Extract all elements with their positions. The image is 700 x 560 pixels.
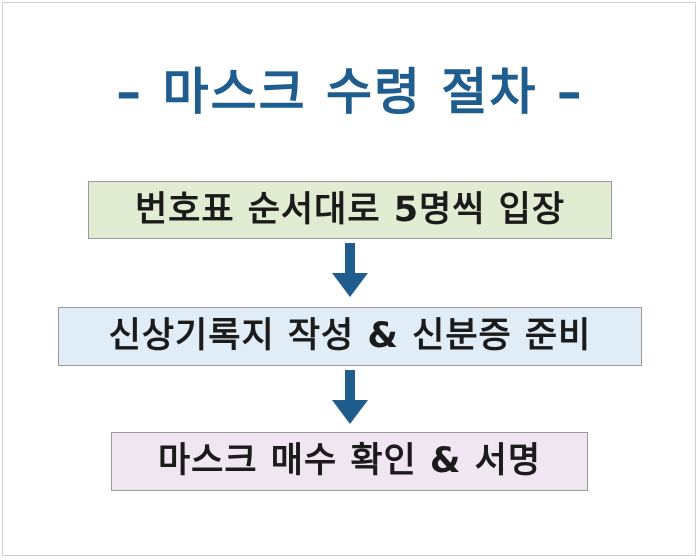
step-1-label: 번호표 순서대로 5명씩 입장 bbox=[134, 190, 566, 230]
arrow-down-icon bbox=[332, 243, 368, 297]
step-2-label: 신상기록지 작성 & 신분증 준비 bbox=[108, 316, 592, 356]
step-3-label: 마스크 매수 확인 & 서명 bbox=[157, 441, 542, 481]
step-1-box: 번호표 순서대로 5명씩 입장 bbox=[88, 181, 612, 239]
diagram-title: – 마스크 수령 절차 – bbox=[116, 63, 584, 121]
step-3-box: 마스크 매수 확인 & 서명 bbox=[111, 432, 588, 491]
step-2-box: 신상기록지 작성 & 신분증 준비 bbox=[58, 307, 642, 366]
arrow-down-icon bbox=[332, 370, 368, 424]
